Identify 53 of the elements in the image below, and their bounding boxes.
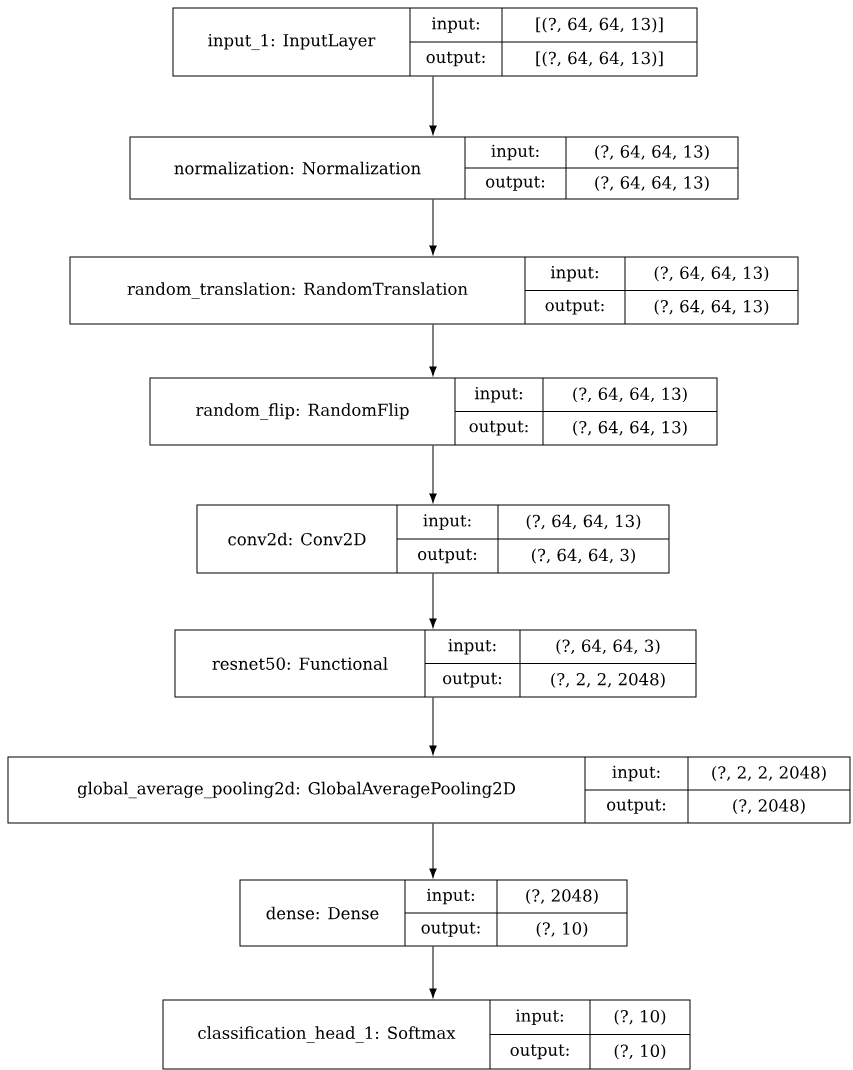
- shape-value: (?, 2048): [526, 888, 598, 905]
- shape-value: (?, 64, 64, 13): [595, 144, 709, 161]
- shape-value: [(?, 64, 64, 13)]: [536, 17, 663, 33]
- layer-name: random_translation: RandomTranslation: [127, 282, 468, 299]
- shape-value: (?, 64, 64, 13): [654, 266, 769, 282]
- shape-value: (?, 64, 64, 13): [573, 420, 687, 436]
- port-label: output:: [607, 799, 666, 814]
- shape-value: (?, 64, 64, 13): [595, 175, 709, 192]
- layer-name: classification_head_1: Softmax: [198, 1026, 456, 1043]
- layer-name: dense: Dense: [266, 906, 379, 920]
- port-label: input:: [426, 888, 474, 905]
- arrow: [429, 199, 437, 255]
- layer-name: input_1: InputLayer: [208, 33, 376, 51]
- shape-value: (?, 2, 2, 2048): [551, 672, 665, 688]
- shape-value: (?, 64, 64, 13): [654, 299, 769, 315]
- layer-name: resnet50: Functional: [212, 657, 388, 670]
- port-label: input:: [515, 1009, 563, 1025]
- shape-value: [(?, 64, 64, 13)]: [536, 51, 663, 67]
- shape-value: (?, 10): [614, 1044, 666, 1060]
- port-label: output:: [469, 420, 528, 436]
- shape-value: (?, 10): [614, 1009, 666, 1025]
- arrow: [429, 573, 437, 628]
- port-label: input:: [474, 387, 522, 403]
- arrow: [429, 445, 437, 503]
- shape-value: (?, 64, 64, 13): [573, 387, 687, 403]
- shape-value: (?, 2, 2, 2048): [712, 765, 826, 782]
- port-label: output:: [418, 548, 477, 564]
- layer-name: conv2d: Conv2D: [228, 532, 366, 546]
- arrow: [429, 76, 437, 135]
- port-label: output:: [426, 51, 485, 67]
- port-label: output:: [510, 1044, 569, 1060]
- port-label: input:: [423, 514, 471, 530]
- port-label: input:: [550, 266, 598, 282]
- arrow: [429, 324, 437, 376]
- arrow: [429, 823, 437, 878]
- port-label: output:: [421, 922, 480, 937]
- arrow: [429, 697, 437, 755]
- port-label: output:: [486, 176, 545, 191]
- port-label: input:: [491, 144, 539, 161]
- shape-value: (?, 64, 64, 3): [531, 548, 635, 564]
- shape-value: (?, 64, 64, 3): [556, 639, 660, 655]
- shape-value: (?, 10): [536, 921, 588, 938]
- port-label: input:: [448, 639, 496, 655]
- arrow: [429, 946, 437, 998]
- shape-value: (?, 64, 64, 13): [526, 514, 641, 530]
- port-label: input:: [612, 765, 660, 782]
- port-label: output:: [545, 299, 604, 315]
- layer-name: random_flip: RandomFlip: [196, 403, 409, 420]
- layer-name: normalization: Normalization: [174, 161, 421, 175]
- shape-value: (?, 2048): [733, 798, 805, 815]
- port-label: input:: [431, 17, 479, 33]
- layer-name: global_average_pooling2d: GlobalAveragePooling2D: [77, 781, 515, 799]
- port-label: output:: [443, 672, 502, 688]
